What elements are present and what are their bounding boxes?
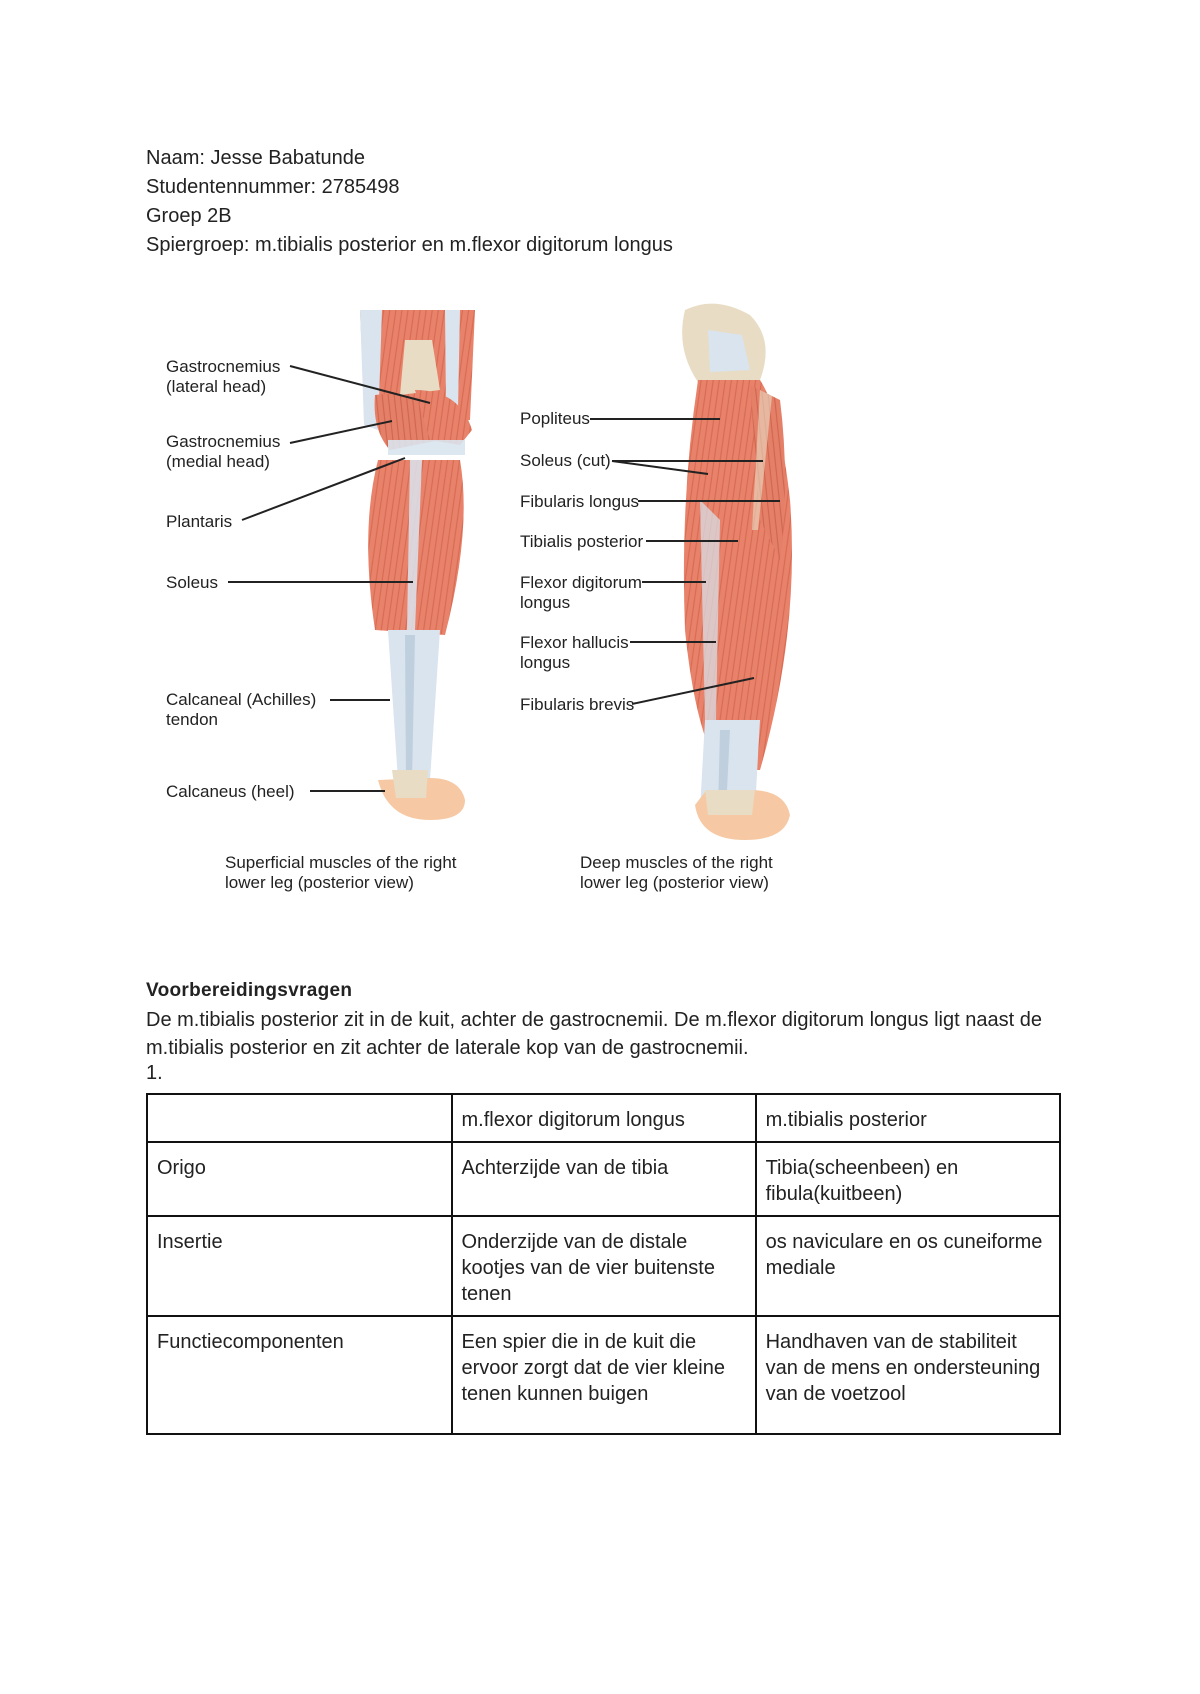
deep-leg-drawing bbox=[682, 303, 792, 840]
table-cell: Onderzijde van de distale kootjes van de… bbox=[450, 1215, 757, 1317]
section-title: Voorbereidingsvragen bbox=[146, 980, 353, 1001]
table-cell: Insertie bbox=[146, 1215, 453, 1317]
label-gastroc-medial-sub: (medial head) bbox=[166, 452, 270, 471]
student-name: Naam: Jesse Babatunde bbox=[146, 147, 366, 169]
label-fibularis-longus: Fibularis longus bbox=[520, 492, 639, 511]
label-gastroc-lateral: Gastrocnemius bbox=[166, 357, 280, 376]
table-header-row: m.flexor digitorum longus m.tibialis pos… bbox=[146, 1093, 1062, 1143]
table-cell: Een spier die in de kuit die ervoor zorg… bbox=[450, 1315, 757, 1435]
table-header-cell: m.tibialis posterior bbox=[754, 1093, 1062, 1143]
label-calcaneus: Calcaneus (heel) bbox=[166, 782, 295, 801]
muscle-comparison-table: m.flexor digitorum longus m.tibialis pos… bbox=[146, 1093, 1062, 1435]
group: Groep 2B bbox=[146, 205, 232, 227]
table-cell: Handhaven van de stabiliteit van de mens… bbox=[754, 1315, 1062, 1435]
label-fdl: Flexor digitorum bbox=[520, 573, 642, 592]
label-soleus-cut: Soleus (cut) bbox=[520, 451, 611, 470]
document-header: Naam: Jesse Babatunde Studentennummer: 2… bbox=[146, 144, 673, 260]
caption-right-2: lower leg (posterior view) bbox=[580, 873, 769, 892]
table-cell: Achterzijde van de tibia bbox=[450, 1141, 757, 1217]
superficial-leg-drawing bbox=[360, 310, 475, 820]
table-cell: Functiecomponenten bbox=[146, 1315, 453, 1435]
caption-left-2: lower leg (posterior view) bbox=[225, 873, 414, 892]
table-row: Functiecomponenten Een spier die in de k… bbox=[146, 1315, 1062, 1435]
table-row: Origo Achterzijde van de tibia Tibia(sch… bbox=[146, 1141, 1062, 1217]
right-leader-lines bbox=[590, 418, 780, 705]
student-number: Studentennummer: 2785498 bbox=[146, 176, 400, 198]
label-tibialis-posterior: Tibialis posterior bbox=[520, 532, 643, 551]
left-leader-lines bbox=[228, 365, 431, 792]
intro-paragraph: De m.tibialis posterior zit in de kuit, … bbox=[146, 1009, 1042, 1059]
table-cell: os naviculare en os cuneiforme mediale bbox=[754, 1215, 1062, 1317]
label-fhl: Flexor hallucis bbox=[520, 633, 629, 652]
table-cell: Tibia(scheenbeen) en fibula(kuitbeen) bbox=[754, 1141, 1062, 1217]
anatomy-illustration: Gastrocnemius (lateral head) Gastrocnemi… bbox=[166, 303, 792, 892]
caption-left-1: Superficial muscles of the right bbox=[225, 853, 457, 872]
table-header-cell: m.flexor digitorum longus bbox=[450, 1093, 757, 1143]
caption-right-1: Deep muscles of the right bbox=[580, 853, 773, 872]
muscle-group: Spiergroep: m.tibialis posterior en m.fl… bbox=[146, 234, 673, 256]
label-gastroc-medial: Gastrocnemius bbox=[166, 432, 280, 451]
table-row: Insertie Onderzijde van de distale kootj… bbox=[146, 1215, 1062, 1317]
table-cell: Origo bbox=[146, 1141, 453, 1217]
label-fibularis-brevis: Fibularis brevis bbox=[520, 695, 634, 714]
label-fdl-sub: longus bbox=[520, 593, 570, 612]
label-soleus: Soleus bbox=[166, 573, 218, 592]
label-fhl-sub: longus bbox=[520, 653, 570, 672]
label-gastroc-lateral-sub: (lateral head) bbox=[166, 377, 266, 396]
label-calcaneal: Calcaneal (Achilles) bbox=[166, 690, 316, 709]
table-header-cell bbox=[146, 1093, 453, 1143]
anatomy-figure: Gastrocnemius (lateral head) Gastrocnemi… bbox=[160, 300, 920, 970]
label-calcaneal-sub: tendon bbox=[166, 710, 218, 729]
label-popliteus: Popliteus bbox=[520, 409, 590, 428]
question-number: 1. bbox=[146, 1062, 163, 1084]
label-plantaris: Plantaris bbox=[166, 512, 232, 531]
